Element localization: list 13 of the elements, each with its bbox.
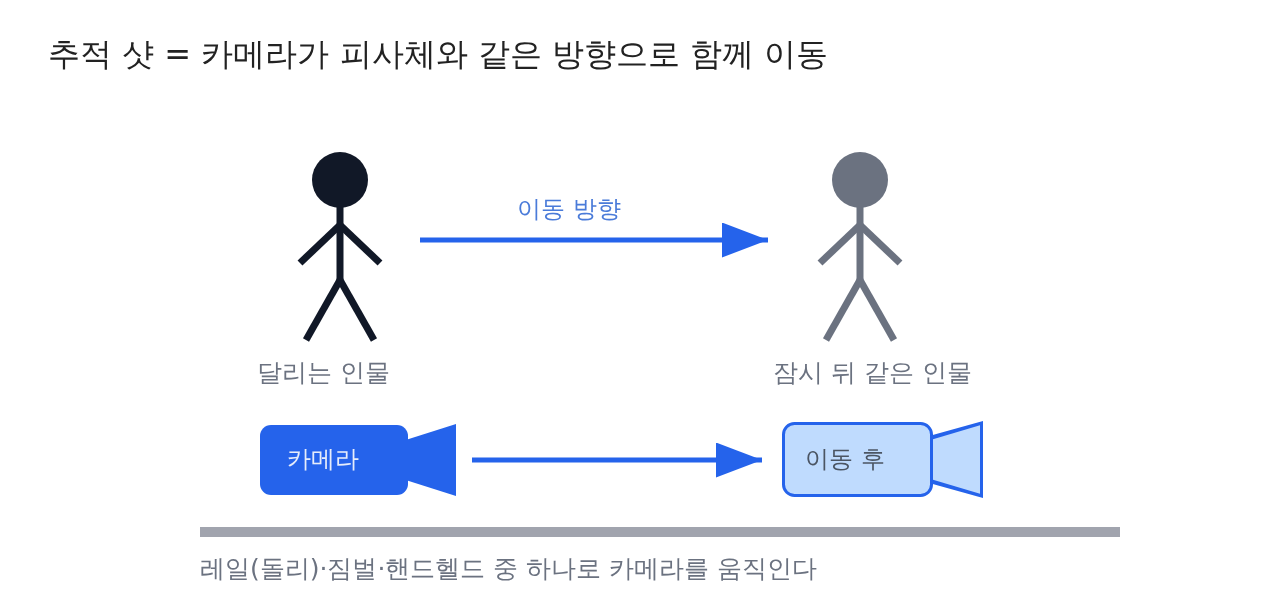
camera-box (780, 419, 985, 500)
camera-box (258, 422, 458, 498)
arrow (420, 222, 768, 258)
title: 추적 샷 = 카메라가 피사체와 같은 방향으로 함께 이동 (48, 36, 829, 73)
edge-label: 이동 방향 (517, 196, 621, 224)
note-text: 레일(돌리)·짐벌·핸드헬드 중 하나로 카메라를 움직인다 (200, 555, 818, 584)
camera-label: 카메라 (287, 446, 359, 474)
figure-caption: 달리는 인물 (257, 359, 390, 388)
camera-label: 이동 후 (805, 446, 885, 474)
stick-figure (816, 150, 904, 344)
figure-caption: 잠시 뒤 같은 인물 (773, 359, 972, 388)
arrow (472, 442, 762, 478)
stick-figure (296, 150, 384, 344)
